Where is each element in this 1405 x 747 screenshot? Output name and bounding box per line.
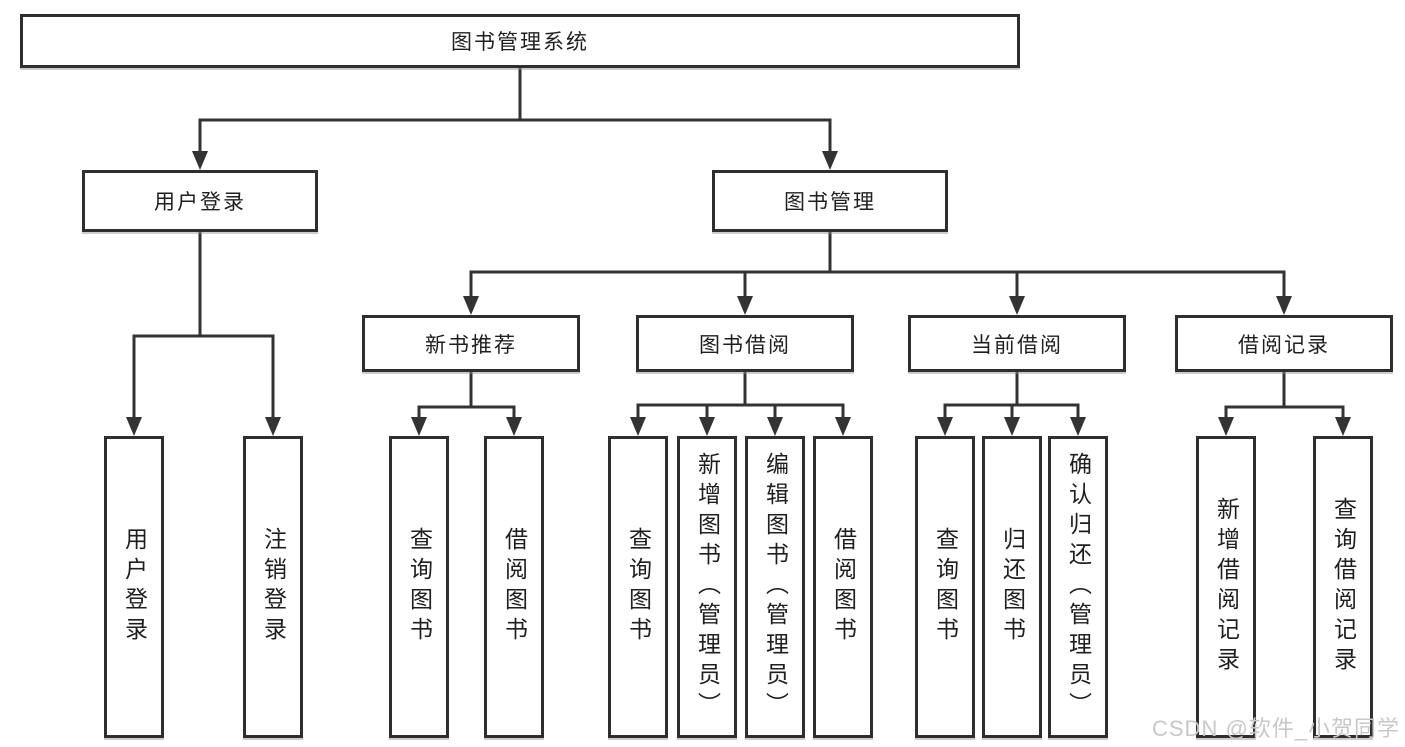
- node-label: 编辑图书（管理员）: [762, 452, 789, 722]
- leaf-borrow-books-2: 借阅图书: [813, 436, 873, 738]
- node-label: 借阅记录: [1238, 333, 1330, 357]
- leaf-add-book-admin: 新增图书（管理员）: [677, 436, 737, 738]
- leaf-logout-login: 注销登录: [243, 436, 303, 738]
- node-borrow-records: 借阅记录: [1175, 315, 1393, 372]
- node-label: 图书管理系统: [451, 31, 589, 54]
- leaf-edit-book-admin: 编辑图书（管理员）: [745, 436, 805, 738]
- arrowheads: [126, 151, 1351, 436]
- watermark: CSDN @软件_小贺同学: [1152, 716, 1401, 741]
- node-label: 查询借阅记录: [1330, 497, 1357, 677]
- node-new-book-recommend: 新书推荐: [362, 315, 580, 372]
- node-label: 借阅图书: [501, 527, 528, 647]
- node-label: 图书管理: [784, 191, 876, 214]
- node-label: 新增借阅记录: [1213, 497, 1240, 677]
- node-book-management: 图书管理: [712, 170, 948, 232]
- node-label: 用户登录: [121, 527, 148, 647]
- node-label: 图书借阅: [699, 333, 791, 357]
- leaf-add-borrow-record: 新增借阅记录: [1196, 436, 1256, 738]
- node-label: 查询图书: [406, 527, 433, 647]
- node-book-borrow: 图书借阅: [636, 315, 854, 372]
- node-label: 借阅图书: [830, 527, 857, 647]
- node-label: 新书推荐: [425, 333, 517, 357]
- leaf-user-login: 用户登录: [104, 436, 164, 738]
- node-label: 用户登录: [154, 191, 246, 214]
- leaf-query-books-2: 查询图书: [608, 436, 668, 738]
- leaf-confirm-return-admin: 确认归还（管理员）: [1048, 436, 1108, 738]
- leaf-query-books-3: 查询图书: [915, 436, 975, 738]
- node-label: 查询图书: [932, 527, 959, 647]
- leaf-query-books-1: 查询图书: [389, 436, 449, 738]
- node-root: 图书管理系统: [20, 14, 1020, 68]
- node-label: 归还图书: [999, 527, 1026, 647]
- leaf-query-borrow-record: 查询借阅记录: [1313, 436, 1373, 738]
- node-current-borrow: 当前借阅: [908, 315, 1126, 372]
- node-label: 当前借阅: [971, 333, 1063, 357]
- node-label: 注销登录: [260, 527, 287, 647]
- leaf-borrow-books-1: 借阅图书: [484, 436, 544, 738]
- node-label: 新增图书（管理员）: [694, 452, 721, 722]
- node-label: 查询图书: [625, 527, 652, 647]
- node-label: 确认归还（管理员）: [1065, 452, 1092, 722]
- node-user-login: 用户登录: [82, 170, 318, 232]
- leaf-return-books: 归还图书: [982, 436, 1042, 738]
